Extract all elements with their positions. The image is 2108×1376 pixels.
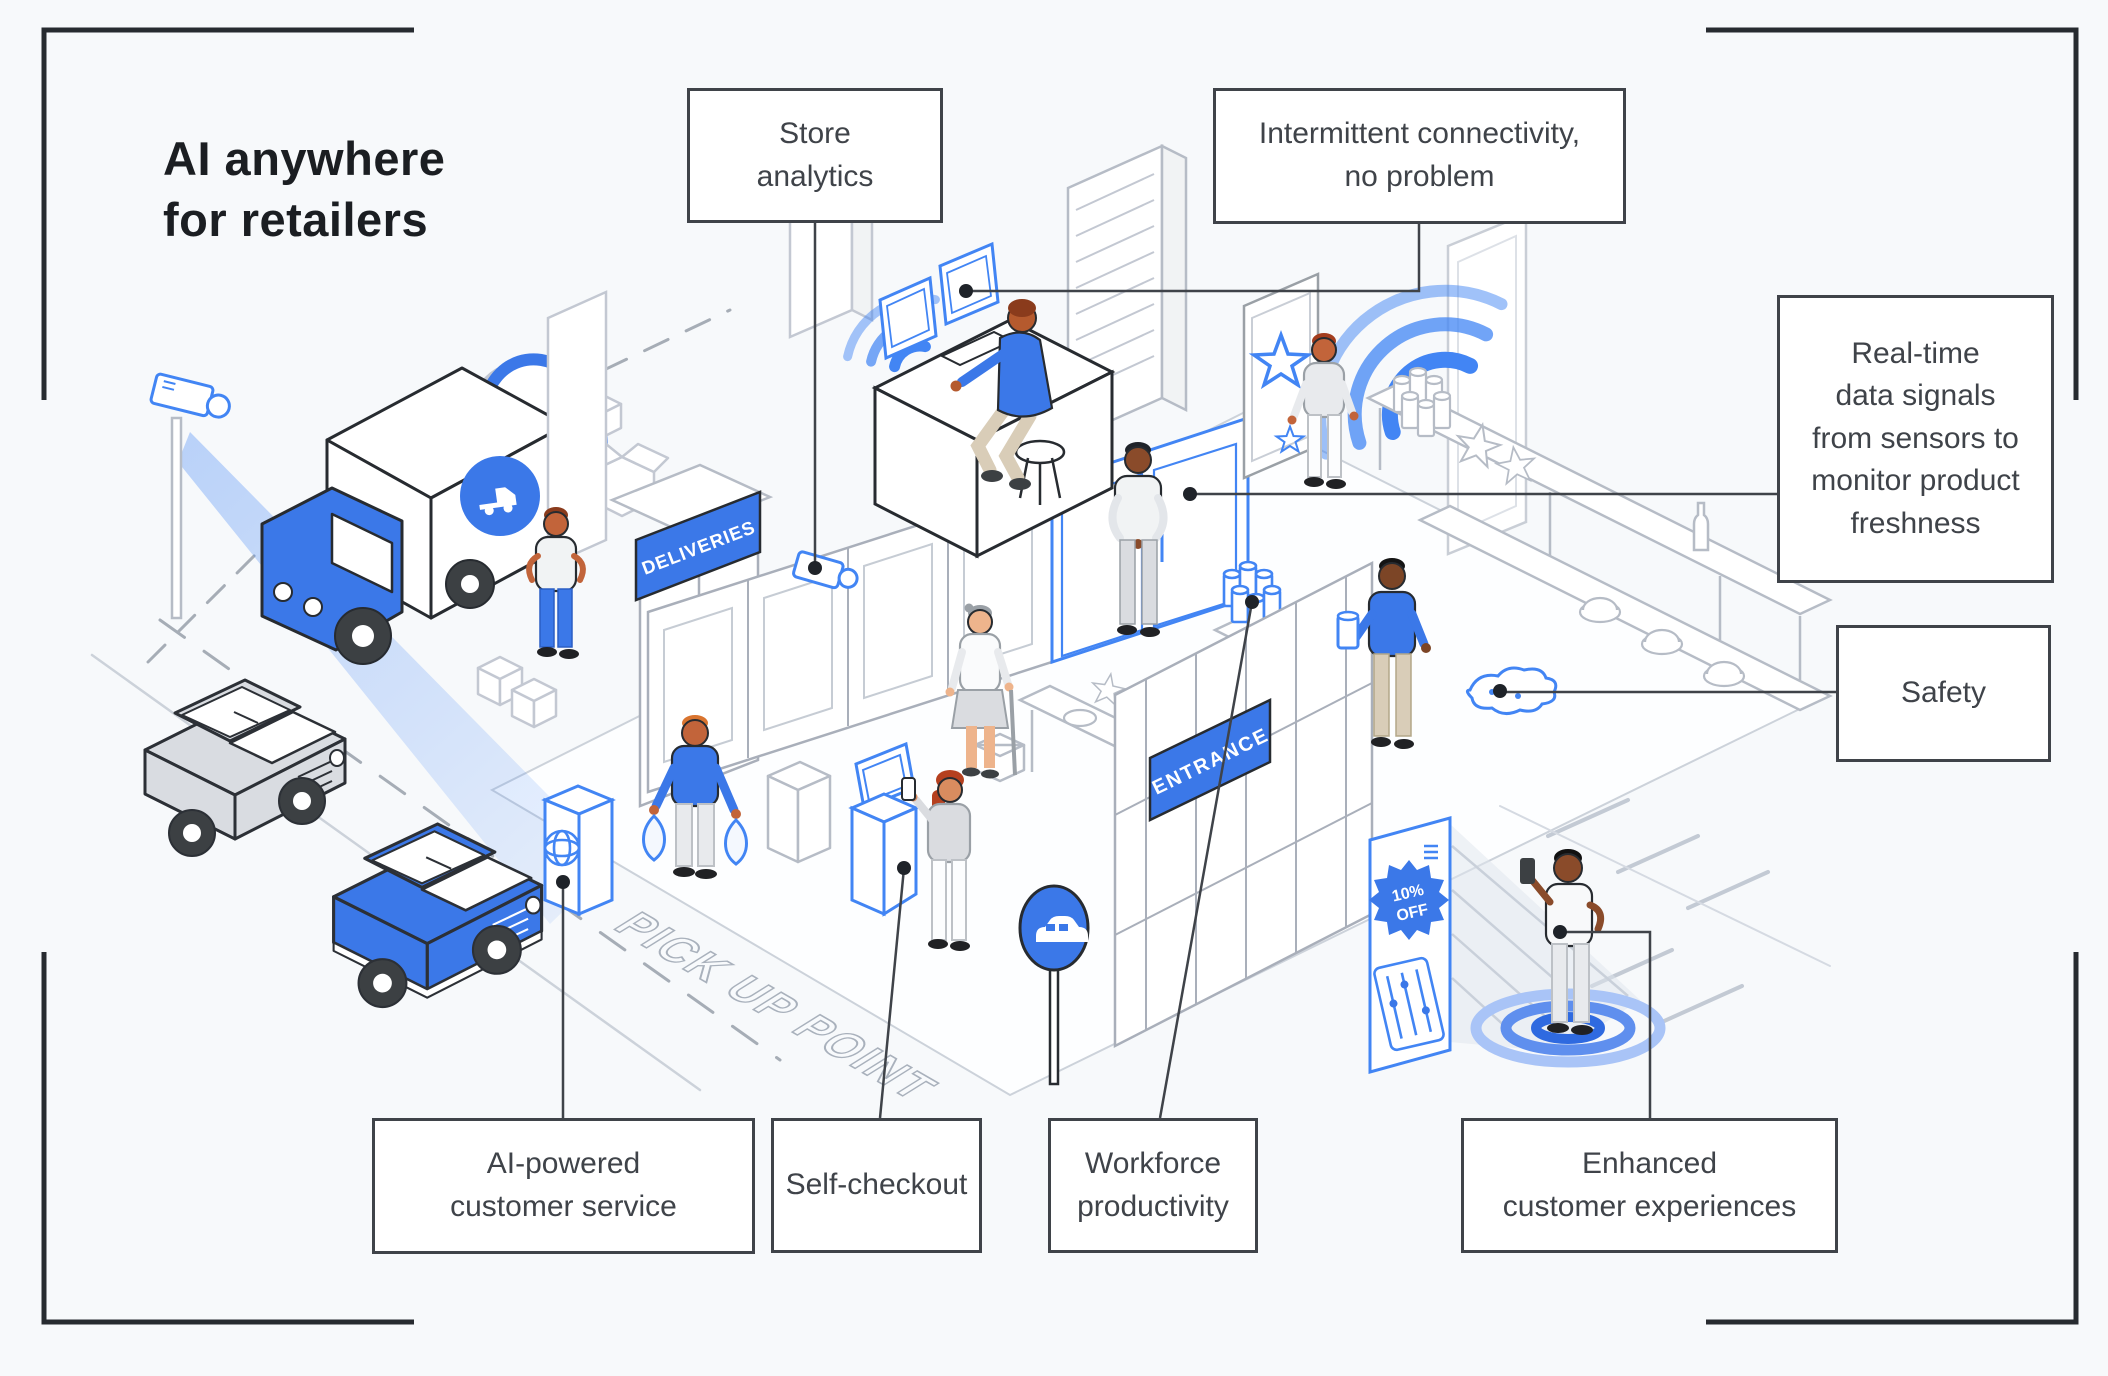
truck-logo-icon [479,487,517,516]
callout-enhanced-customer-experiences: Enhanced customer experiences [1461,1118,1838,1253]
callout-self-checkout: Self-checkout [771,1118,982,1253]
person-self-checkout [901,770,972,951]
discount-label-line2: OFF [1395,901,1430,925]
person-browsing-cabinet [1108,442,1168,637]
callout-label: from sensors to [1812,421,2019,455]
car-gray [143,678,347,857]
callout-intermittent-connectivity: Intermittent connectivity, no problem [1213,88,1626,224]
page-title-line1: AI anywhere [163,132,446,185]
shopping-bag-icon [724,817,748,866]
person-stocking-shelves [1336,558,1431,749]
corner-brackets [41,27,2079,1325]
callout-label: AI-powered [486,1147,641,1181]
shopping-bag-icon [642,813,666,862]
person-on-beacon [1520,849,1605,1035]
callout-label: monitor product [1811,464,2020,498]
monitor-icon [878,275,938,361]
person-analytics-employee [950,299,1066,505]
callout-product-freshness: Real-time data signals from sensors to m… [1777,295,2054,583]
monitor-icon [938,241,1000,327]
callout-safety: Safety [1836,625,2051,762]
discount-starburst-icon [1369,860,1449,940]
coupon-sliders [1373,956,1445,1052]
phone-icon [901,777,916,801]
callout-label: Self-checkout [785,1168,968,1202]
callout-label: data signals [1835,379,1996,413]
person-elderly-with-cane [945,603,1017,779]
self-checkout-kiosk [848,741,920,917]
ai-kiosk [541,784,616,917]
canned-goods [1392,366,1452,438]
connector-dots [556,284,1567,939]
phone-icon [1520,858,1535,884]
globe-icon [543,829,581,867]
callout-label: Safety [1900,676,1987,710]
callout-label: Intermittent connectivity, [1258,117,1581,151]
callout-label: no problem [1344,160,1495,193]
parking-sign-icon [1018,884,1090,1086]
wall-panel-right [1446,212,1528,556]
person-near-truck [526,507,586,659]
food-domes [1578,596,1746,688]
callout-connectors [561,223,1836,1119]
discount-label-line1: 10% [1390,882,1425,906]
callout-label: productivity [1077,1189,1229,1223]
bottle-icon [1692,501,1710,552]
callout-label: Store [779,116,851,150]
callout-label: freshness [1850,506,1981,540]
callout-label: Enhanced [1581,1146,1718,1180]
car-blue [332,822,544,1009]
page-title-line2: for retailers [163,193,429,247]
callout-label: customer service [450,1190,677,1223]
merch-counter-right [1365,366,1833,712]
pedestal-box [766,732,1026,864]
person-at-star-poster [1275,333,1359,489]
callout-workforce-productivity: Workforce productivity [1048,1118,1258,1253]
callout-store-analytics: Store analytics [687,88,943,223]
delivery-truck [260,366,568,665]
callout-label: customer experiences [1502,1189,1797,1223]
parking-lines [1499,798,1831,1024]
deliveries-sign [634,490,762,602]
page-title: AI anywhere for retailers [163,128,445,250]
callout-ai-customer-service: AI-powered customer service [372,1118,755,1254]
callout-label: Workforce [1084,1146,1222,1180]
callout-label: Real-time [1851,336,1980,370]
person-with-bags [642,715,748,879]
security-camera-icon [149,372,231,620]
callout-label: analytics [756,159,874,193]
